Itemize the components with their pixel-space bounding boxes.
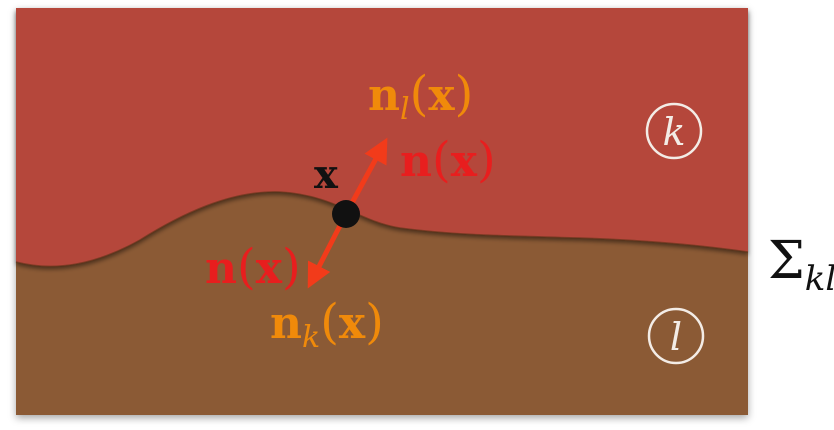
svg-text:l: l [670, 315, 682, 359]
region-k [16, 8, 748, 267]
normal-n-upper-label: n(x) [400, 132, 496, 188]
point-x-label: x [314, 151, 339, 198]
region-k-label: k [645, 102, 703, 160]
point-x-marker [332, 200, 360, 228]
svg-text:k: k [662, 110, 685, 154]
interface-label: Σkl [768, 231, 834, 299]
normal-n-lower-label: n(x) [205, 239, 301, 295]
normal-nl-label: nl(x) [368, 66, 473, 127]
region-l-label: l [647, 307, 705, 365]
normal-nk-label: nk(x) [270, 294, 384, 355]
